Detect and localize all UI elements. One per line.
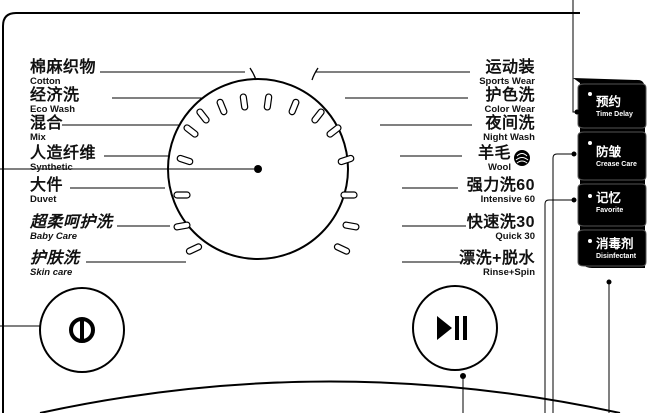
program-cn: 大件 (30, 177, 64, 194)
program-cn: 羊毛 (477, 145, 511, 162)
program-en: Mix (30, 132, 46, 143)
program-cn: 人造纤维 (30, 145, 97, 162)
program-cn: 护色洗 (485, 87, 535, 104)
program-en: Baby Care (30, 231, 77, 242)
program-cn: 超柔呵护洗 (30, 214, 113, 231)
button-en: Favorite (596, 206, 624, 214)
play-pause-icon (437, 316, 467, 340)
button-cn: 预约 (596, 95, 622, 109)
program-cn: 强力洗60 (466, 177, 535, 194)
program-en: Wool (487, 162, 511, 173)
power-icon (69, 317, 95, 343)
button-cn: 记忆 (596, 191, 622, 205)
program-cn: 棉麻织物 (30, 59, 97, 76)
wool-ball-icon (514, 150, 530, 166)
program-en: Sports Wear (479, 76, 535, 87)
program-en: Color Wear (484, 104, 535, 115)
program-en: Eco Wash (30, 104, 76, 115)
program-en: Synthetic (30, 162, 73, 173)
program-selector-knob[interactable] (168, 79, 348, 259)
program-cn: 漂洗+脱水 (459, 250, 535, 267)
program-en: Cotton (30, 76, 61, 87)
program-en: Rinse+Spin (483, 267, 535, 278)
program-en: Quick 30 (495, 231, 535, 242)
program-cn: 运动装 (485, 59, 535, 76)
program-cn: 夜间洗 (485, 115, 535, 132)
button-cn: 消毒剂 (596, 237, 634, 251)
program-cn: 经济洗 (30, 87, 80, 104)
start-pause-button[interactable] (413, 286, 497, 370)
program-en: Intensive 60 (480, 194, 535, 205)
button-en: Time Delay (596, 110, 633, 118)
power-button[interactable] (40, 288, 124, 372)
program-en: Duvet (30, 194, 57, 205)
button-cn: 防皱 (596, 145, 622, 159)
program-cn: 混合 (30, 115, 64, 132)
button-en: Disinfectant (596, 252, 637, 260)
program-cn: 快速洗30 (466, 214, 535, 231)
program-en: Skin care (30, 267, 73, 278)
button-en: Crease Care (596, 160, 637, 168)
program-cn: 护肤洗 (30, 250, 80, 267)
program-en: Night Wash (483, 132, 535, 143)
